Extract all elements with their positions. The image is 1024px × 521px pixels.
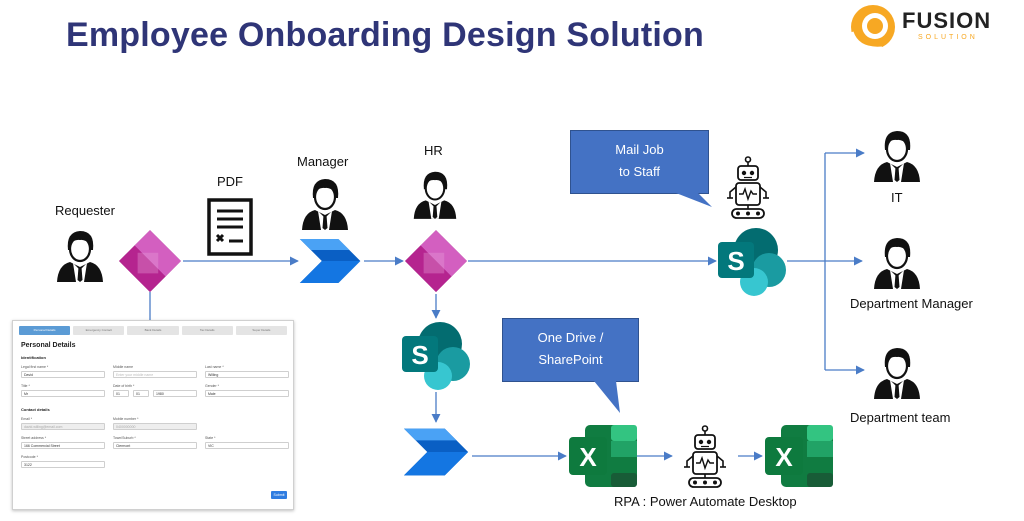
gender-label: Gender * — [205, 384, 220, 388]
dob-day-field[interactable]: 01 — [113, 390, 129, 397]
title-label: Title * — [21, 384, 30, 388]
power-automate-icon — [402, 426, 472, 478]
legal-first-name-label: Legal first name * — [21, 365, 49, 369]
callout-drive-line2: SharePoint — [538, 352, 603, 367]
middle-name-field[interactable]: Enter your middle name — [113, 371, 197, 378]
title-select[interactable]: Mr — [21, 390, 105, 397]
person-icon — [299, 174, 351, 230]
person-icon — [871, 126, 923, 182]
street-label: Street address * — [21, 436, 47, 440]
callout-drive-line1: One Drive / — [537, 330, 604, 345]
state-select[interactable]: VIC — [205, 442, 289, 449]
person-icon — [871, 343, 923, 399]
personal-details-form: Personal Details Emergency Contact Bank … — [12, 320, 294, 510]
person-icon — [871, 233, 923, 289]
street-field[interactable]: 166 Commercial Street — [21, 442, 105, 449]
callout-drive-pointer — [594, 381, 620, 413]
town-field[interactable]: Clermont — [113, 442, 197, 449]
last-name-label: Last name * — [205, 365, 224, 369]
email-field[interactable]: david.willing@email.com — [21, 423, 105, 430]
power-automate-icon — [298, 236, 364, 286]
label-dept-team: Department team — [850, 410, 951, 425]
logo-name: FUSION — [902, 8, 992, 33]
section-contact: Contact details — [21, 407, 50, 412]
sharepoint-icon — [400, 320, 472, 392]
middle-name-label: Middle name — [113, 365, 134, 369]
submit-button[interactable]: Submit — [271, 491, 287, 499]
tab-emergency-contact[interactable]: Emergency Contact — [73, 326, 125, 335]
callout-mail-line1: Mail Job — [615, 142, 664, 157]
postcode-label: Postcode * — [21, 455, 38, 459]
label-dept-manager: Department Manager — [850, 296, 973, 311]
excel-icon — [567, 423, 639, 489]
logo-tagline: SOLUTION — [918, 34, 978, 41]
tab-bank-details[interactable]: Bank Details — [127, 326, 179, 335]
last-name-field[interactable]: Willing — [205, 371, 289, 378]
label-rpa: RPA : Power Automate Desktop — [614, 494, 797, 509]
mobile-field[interactable]: 0400000000 — [113, 423, 197, 430]
gender-select[interactable]: Male — [205, 390, 289, 397]
form-heading: Personal Details — [21, 342, 76, 349]
power-apps-icon — [117, 228, 183, 294]
callout-mail-pointer — [676, 193, 712, 207]
dob-year-field[interactable]: 1980 — [153, 390, 197, 397]
email-label: Email * — [21, 417, 33, 421]
tab-super-details[interactable]: Super Details — [235, 326, 288, 335]
sharepoint-icon — [716, 226, 788, 298]
dob-label: Date of birth * — [113, 384, 135, 388]
callout-one-drive: One Drive / SharePoint — [502, 318, 639, 382]
dob-month-field[interactable]: 01 — [133, 390, 149, 397]
page-title: Employee Onboarding Design Solution — [66, 16, 704, 54]
label-manager: Manager — [297, 154, 349, 169]
robot-icon — [726, 156, 770, 220]
tab-tax-details[interactable]: Tax Details — [181, 326, 233, 335]
fusion-logo-icon — [850, 5, 895, 50]
fusion-logo: FUSION SOLUTION — [848, 2, 998, 50]
callout-mail-line2: to Staff — [619, 164, 660, 179]
form-tabs: Personal Details Emergency Contact Bank … — [13, 321, 293, 335]
mobile-label: Mobile number * — [113, 417, 139, 421]
tab-personal-details[interactable]: Personal Details — [19, 326, 71, 335]
label-hr: HR — [424, 143, 443, 158]
robot-icon — [683, 425, 727, 489]
callout-mail-job: Mail Job to Staff — [570, 130, 709, 194]
town-label: Town/Suburb * — [113, 436, 136, 440]
power-apps-icon — [403, 228, 469, 294]
section-identification: Identification — [21, 355, 46, 360]
legal-first-name-field[interactable]: David — [21, 371, 105, 378]
pdf-document-icon — [206, 197, 254, 257]
label-pdf: PDF — [217, 174, 243, 189]
label-requester: Requester — [55, 203, 115, 218]
person-icon — [411, 167, 459, 219]
state-label: State * — [205, 436, 216, 440]
person-icon — [54, 226, 106, 282]
excel-icon — [763, 423, 835, 489]
postcode-field[interactable]: 3122 — [21, 461, 105, 468]
label-it: IT — [891, 190, 903, 205]
